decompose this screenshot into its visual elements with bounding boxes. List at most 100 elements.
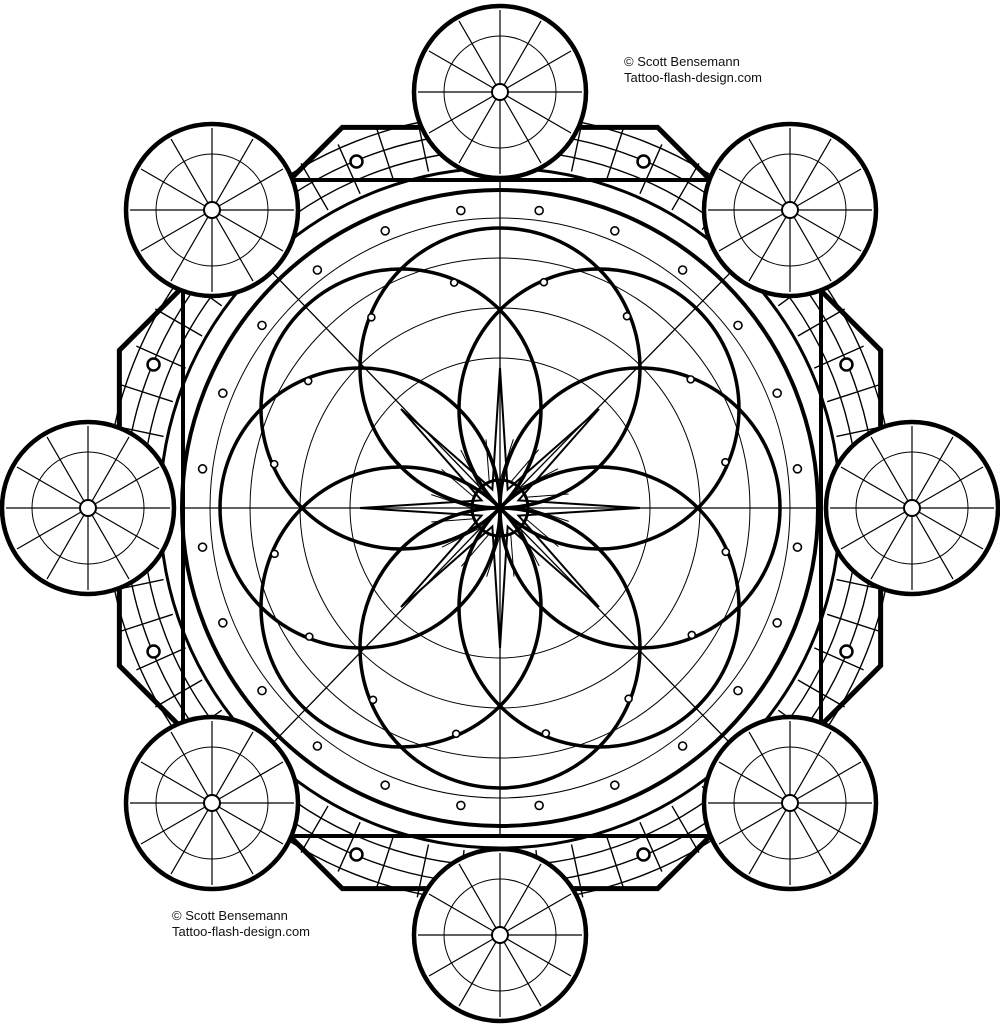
medallion-spoke xyxy=(506,95,572,134)
medallion-spoke xyxy=(503,98,542,164)
medallion-spoke xyxy=(748,731,787,797)
star-ray xyxy=(519,468,559,489)
small-dot xyxy=(721,547,731,557)
hatch-line xyxy=(300,162,329,211)
star-ray xyxy=(431,518,475,523)
medallion-spoke xyxy=(140,806,206,845)
star-ray xyxy=(519,527,540,567)
medallion-spoke xyxy=(458,98,497,164)
small-dot xyxy=(677,741,688,751)
small-dot xyxy=(456,800,466,811)
star-ray xyxy=(460,449,481,489)
hatch-line xyxy=(337,821,361,872)
ring-dot xyxy=(839,357,854,372)
medallion-spoke xyxy=(140,168,206,207)
hatch-line xyxy=(121,384,174,403)
inner-circles xyxy=(180,188,820,828)
medallion-spoke xyxy=(218,761,284,800)
ring-dot xyxy=(636,154,651,169)
medallion-spoke xyxy=(915,436,954,502)
ring-dot xyxy=(839,644,854,659)
medallion-spoke xyxy=(506,50,572,89)
small-dot xyxy=(257,320,267,331)
star-ray xyxy=(525,493,569,498)
petal-circle xyxy=(457,267,741,551)
small-dot xyxy=(368,695,378,705)
small-dot xyxy=(380,780,390,790)
medallion-spoke xyxy=(793,138,832,204)
star-ray xyxy=(510,533,515,577)
hatch-line xyxy=(671,805,700,854)
medallion-spoke xyxy=(918,466,984,505)
hatch-line xyxy=(605,129,624,182)
medallion-spoke xyxy=(218,806,284,845)
medallion-spoke xyxy=(428,50,494,89)
small-dot xyxy=(772,388,782,398)
credit-copyright-text: © Scott Bensemann xyxy=(172,908,288,923)
hatch-line xyxy=(826,384,879,403)
medallion-center-dot xyxy=(903,499,921,517)
medallion-spoke xyxy=(170,731,209,797)
small-dot xyxy=(367,313,376,322)
small-dot xyxy=(197,464,208,474)
medallion-spoke xyxy=(796,761,862,800)
small-dot xyxy=(624,694,633,703)
hatch-line xyxy=(416,118,430,172)
medallion-spoke xyxy=(170,809,209,875)
medallion-spoke xyxy=(140,213,206,252)
hatch-line xyxy=(337,144,361,195)
small-dot xyxy=(792,464,803,474)
small-dot xyxy=(380,226,390,236)
medallion-spoke xyxy=(503,941,542,1007)
medallion-spoke xyxy=(458,863,497,929)
artist-credit-top: © Scott Bensemann Tattoo-flash-design.co… xyxy=(624,54,762,86)
star-ray xyxy=(460,533,490,567)
small-dot xyxy=(257,685,267,696)
medallion-spoke xyxy=(748,138,787,204)
medallion-spoke xyxy=(170,216,209,282)
center-star xyxy=(359,367,641,649)
small-dot xyxy=(218,388,228,398)
medallion-spoke xyxy=(170,138,209,204)
medallion-center-dot xyxy=(781,794,799,812)
small-dot xyxy=(622,311,632,321)
medallion-spoke xyxy=(748,216,787,282)
star-ray xyxy=(485,439,490,483)
small-dot xyxy=(772,618,782,628)
small-dot xyxy=(610,226,620,236)
ring-dot xyxy=(146,644,161,659)
star-ray xyxy=(441,468,475,498)
medallion-spoke xyxy=(16,466,82,505)
small-dot xyxy=(303,376,313,386)
medallion-spoke xyxy=(458,941,497,1007)
medallion-spoke xyxy=(793,216,832,282)
medallion-spoke xyxy=(796,168,862,207)
star-ray xyxy=(441,527,481,548)
small-dot xyxy=(197,542,208,552)
medallion-center-dot xyxy=(203,794,221,812)
medallion-spoke xyxy=(796,213,862,252)
star-shape xyxy=(359,367,641,649)
hatch-line xyxy=(300,805,329,854)
small-dot xyxy=(270,549,279,559)
hatch-line xyxy=(154,308,203,337)
medallion-spoke xyxy=(870,514,909,580)
ring-dot xyxy=(636,847,651,862)
small-dot xyxy=(733,320,743,331)
medallion-spoke xyxy=(796,806,862,845)
hatch-line xyxy=(671,162,700,211)
medallion-center-dot xyxy=(79,499,97,517)
medallion-spoke xyxy=(793,731,832,797)
credit-website-link[interactable]: Tattoo-flash-design.com xyxy=(624,70,763,85)
decorative-dots xyxy=(146,154,854,862)
ring-dot xyxy=(146,357,161,372)
credit-website-link[interactable]: Tattoo-flash-design.com xyxy=(172,924,311,939)
small-dot xyxy=(733,685,743,696)
medallion-spoke xyxy=(215,731,254,797)
small-dot xyxy=(312,265,323,275)
medallion-spoke xyxy=(428,893,494,932)
credit-copyright-text: © Scott Bensemann xyxy=(624,54,740,69)
outer-medallions xyxy=(0,3,1000,1024)
medallion-spoke xyxy=(91,514,130,580)
